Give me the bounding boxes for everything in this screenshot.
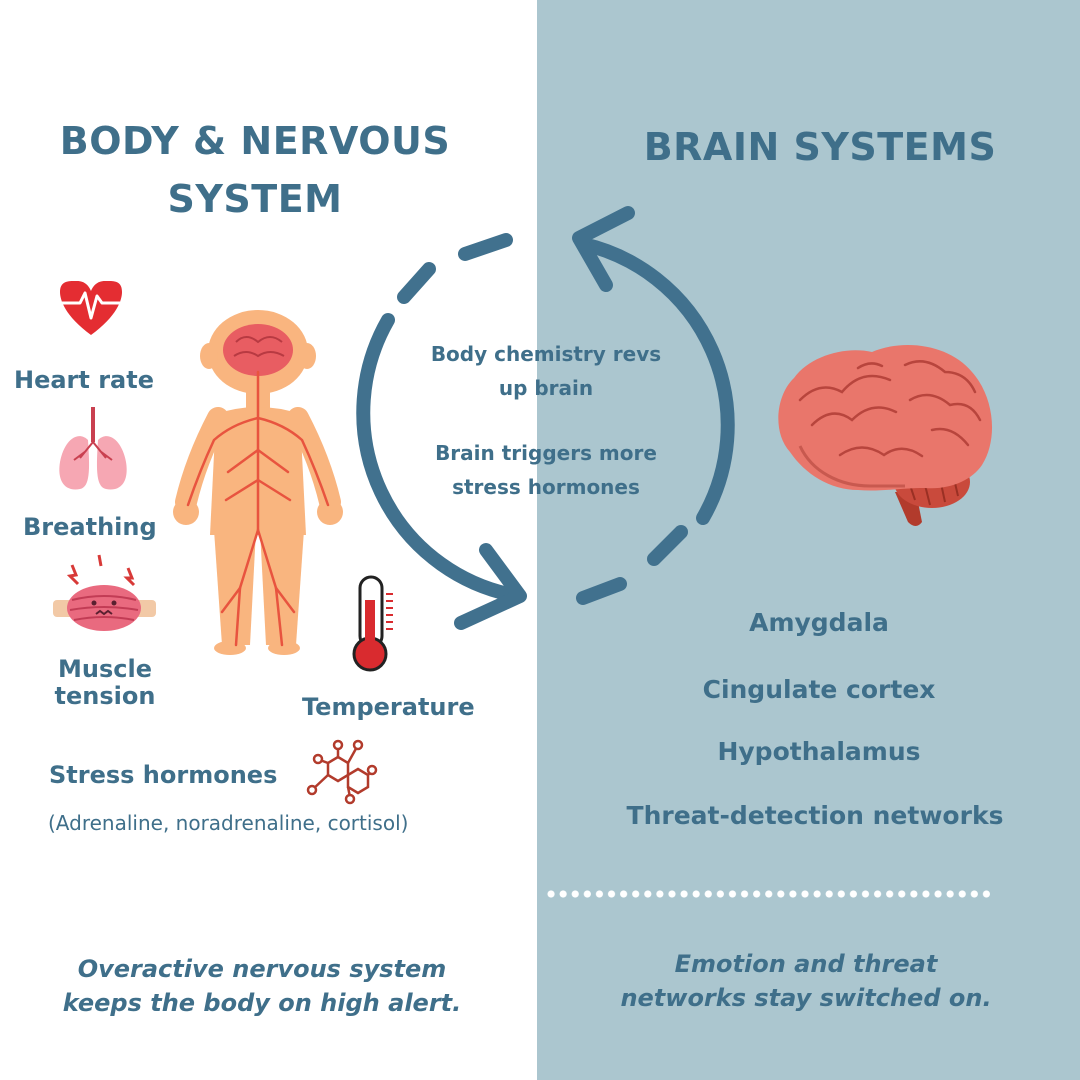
title-line: BODY & NERVOUS [59,119,451,163]
region-hypothalamus: Hypothalamus [717,737,921,766]
cycle-text-line: Brain triggers more [435,441,657,465]
region-threat-detection-networks: Threat-detection networks [626,801,1004,830]
left-footer: Overactive nervous system keeps the body… [20,952,504,1020]
right-footer: Emotion and threat networks stay switche… [560,947,1052,1015]
label-line: tension [54,682,156,710]
body-nervous-system-figure [173,310,343,655]
heart-pulse-icon [60,280,122,335]
brain-icon [778,344,993,526]
tense-muscle-icon [53,554,156,631]
region-amygdala: Amygdala [749,608,889,637]
heart-rate-label: Heart rate [14,366,155,394]
temperature-label: Temperature [302,693,475,721]
cycle-text-line: up brain [498,376,594,400]
region-cingulate-cortex: Cingulate cortex [702,675,936,704]
title-line: SYSTEM [167,177,343,221]
muscle-tension-label: Muscle tension [40,656,170,710]
cycle-arrow-brain-to-body [572,206,735,525]
breathing-label: Breathing [23,513,157,541]
cycle-dashes [397,233,688,605]
footer-line: Overactive nervous system [77,955,447,983]
cycle-text-line: stress hormones [452,475,640,499]
brain-systems-panel [537,0,1080,1080]
stress-hormones-label: Stress hormones [49,761,278,789]
cycle-text-line: Body chemistry revs [430,342,662,366]
cycle-arrow-body-to-brain [356,313,527,630]
footer-line: networks stay switched on. [620,984,992,1012]
footer-line: keeps the body on high alert. [62,989,462,1017]
cycle-text-body-to-brain: Body chemistry revs up brain [400,337,692,405]
molecule-icon [306,739,378,805]
footer-line: Emotion and threat [674,950,938,978]
cycle-text-brain-to-body: Brain triggers more stress hormones [400,436,692,504]
stress-hormones-note: (Adrenaline, noradrenaline, cortisol) [48,811,409,835]
brain-systems-title: BRAIN SYSTEMS [643,125,997,169]
label-line: Muscle [58,655,152,683]
body-nervous-system-title: BODY & NERVOUS SYSTEM [20,112,490,228]
lungs-icon [59,407,127,490]
dotted-divider [545,888,990,900]
thermometer-icon [352,575,393,672]
